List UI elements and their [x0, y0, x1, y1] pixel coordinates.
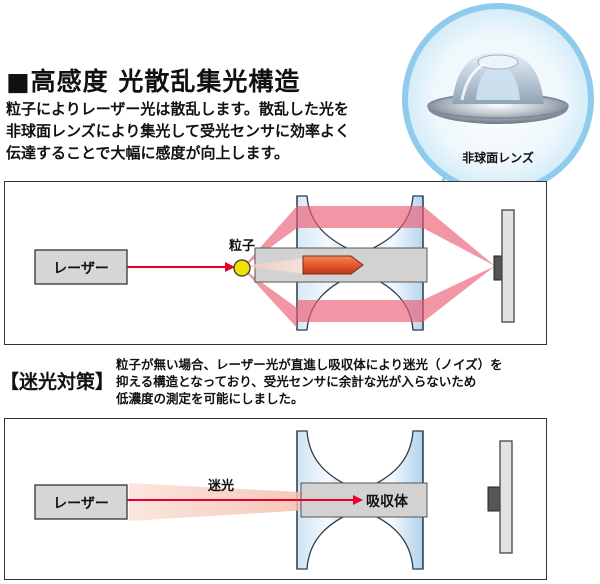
lens-callout-label: 非球面レンズ [462, 150, 534, 165]
description-line: 非球面レンズにより集光して受光センサに効率よく [6, 122, 350, 140]
forward-light-fade [242, 258, 305, 274]
stray-light-description: 粒子が無い場合、レーザー光が直進し吸収体により迷光（ノイズ）を 抑える構造となっ… [116, 356, 556, 407]
laser-arrowhead [353, 495, 363, 505]
laser-label: レーザー [53, 496, 109, 512]
aspheric-lens-photo [427, 52, 569, 124]
sensor-board [501, 209, 515, 323]
note-line: 粒子が無い場合、レーザー光が直進し吸収体により迷光（ノイズ）を [116, 357, 503, 372]
stray-light-label: 迷光 [207, 478, 234, 494]
stray-light-diagram: 吸収体 レーザー 迷光 [34, 430, 513, 570]
scattered-light [242, 206, 495, 328]
note-line: 低濃度の測定を可能にしました。 [116, 391, 304, 406]
stray-light-cone [129, 483, 357, 521]
sensor-board [499, 440, 513, 554]
laser-label: レーザー [53, 261, 109, 277]
laser-box [34, 484, 128, 520]
description-line: 粒子によりレーザー光は散乱します。散乱した光を [6, 100, 349, 118]
stray-light-diagram-panel: 吸収体 レーザー 迷光 [4, 418, 547, 580]
forward-light-arrow [302, 255, 364, 275]
light-sensor [487, 486, 501, 512]
description: 粒子によりレーザー光は散乱します。散乱した光を 非球面レンズにより集光して受光セ… [6, 98, 416, 164]
stray-light-heading: 【迷光対策】 [0, 371, 115, 393]
particle [233, 259, 251, 277]
note-line: 抑える構造となっており、受光センサに余計な光が入らないため [116, 374, 477, 389]
particle-label: 粒子 [229, 238, 255, 254]
laser-box [34, 249, 128, 285]
laser-arrowhead [225, 262, 235, 272]
absorber-label: 吸収体 [366, 493, 409, 510]
page-title: ■高感度 光散乱集光構造 [6, 67, 301, 96]
description-line: 伝達することで大幅に感度が向上します。 [6, 144, 290, 162]
scattering-diagram: レーザー 粒子 [34, 195, 515, 331]
scattering-diagram-panel: レーザー 粒子 [4, 181, 547, 345]
